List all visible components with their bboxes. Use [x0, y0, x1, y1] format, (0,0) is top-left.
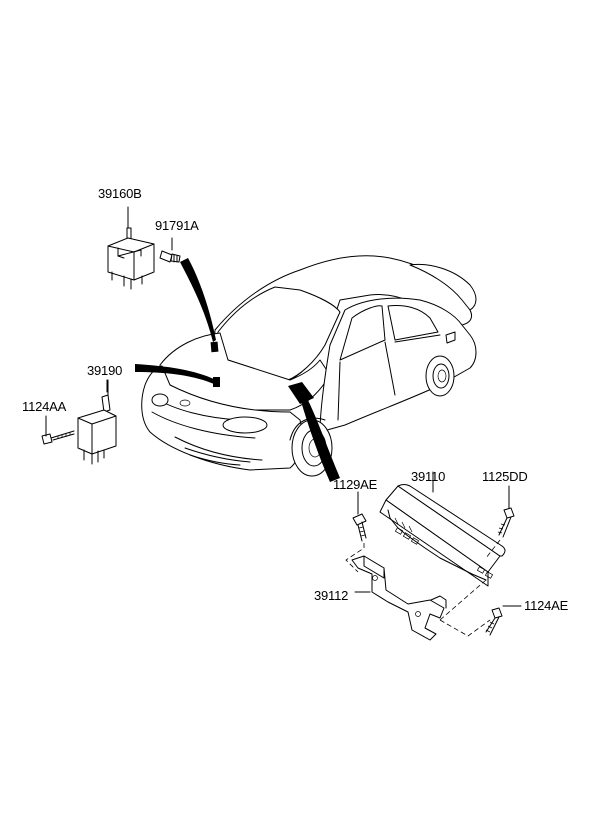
part-label-ecu: 39110 — [411, 469, 446, 484]
part-label-relay-left: 39190 — [87, 363, 123, 378]
part-label-bracket: 39112 — [314, 588, 349, 603]
bolt-left-drawing — [41, 415, 75, 445]
bolt-ecu-left-drawing — [345, 491, 367, 573]
relay-left-drawing — [77, 379, 117, 465]
part-label-bolt-bracket: 1124AE — [524, 598, 569, 613]
bracket-drawing — [351, 555, 491, 641]
part-label-relay-top: 39160B — [98, 186, 142, 201]
car-body — [141, 255, 477, 477]
part-label-screw-top: 91791A — [155, 218, 199, 233]
bolt-ecu-right-drawing — [485, 485, 515, 559]
part-label-bolt-ecu-left: 1129AE — [333, 477, 378, 492]
leader-wedges — [135, 258, 340, 482]
leader-lines — [106, 206, 487, 621]
part-label-bolt-ecu-right: 1125DD — [482, 469, 528, 484]
bolt-bracket-drawing — [485, 605, 522, 636]
ecu-drawing — [379, 471, 506, 587]
screw-top-drawing — [159, 237, 181, 263]
part-label-bolt-left: 1124AA — [22, 399, 67, 414]
relay-top-drawing — [107, 227, 155, 290]
